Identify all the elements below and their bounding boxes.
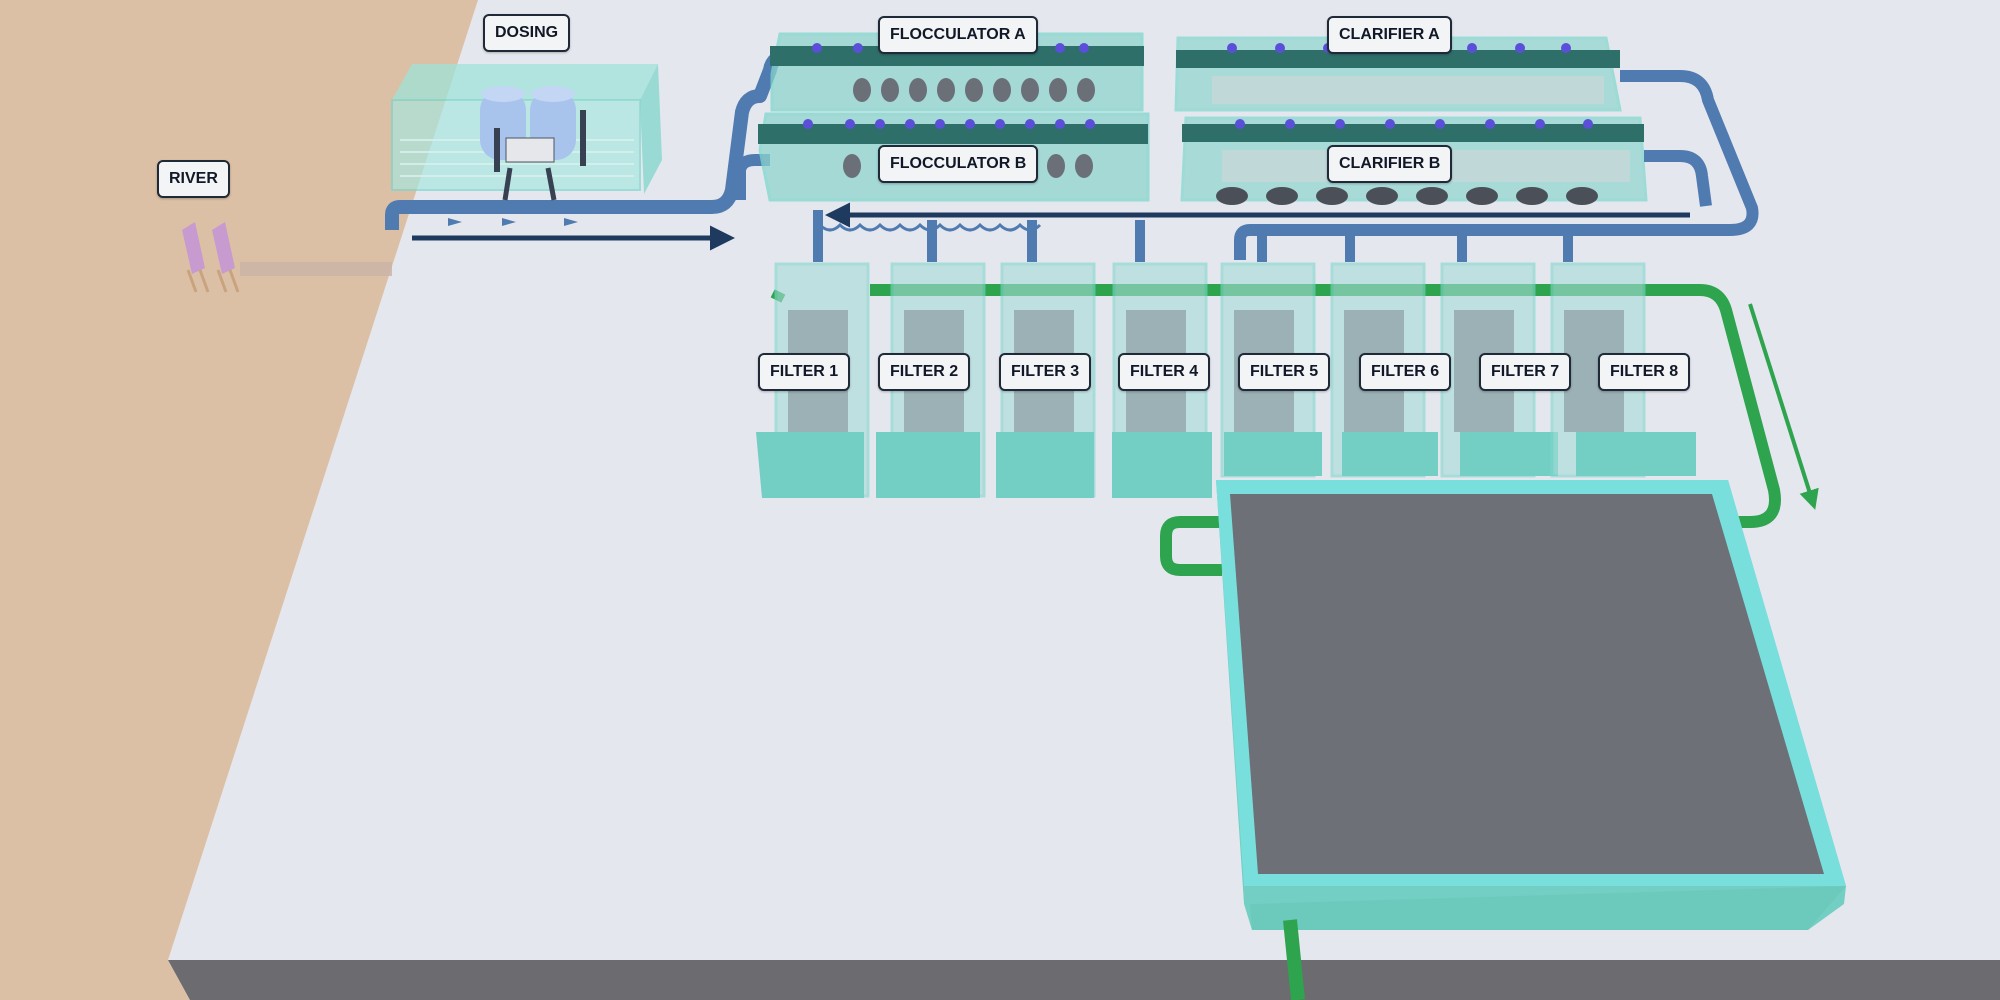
- label-clarifier-b: CLARIFIER B: [1327, 145, 1453, 183]
- river-intake-pumps: [182, 222, 392, 293]
- clarified-return-pipe-outer: [1234, 70, 1759, 260]
- reservoir-inlet-pipe: [1160, 516, 1222, 576]
- filter-tanks: [756, 262, 1696, 498]
- filtered-flow-arrow: [1748, 303, 1819, 510]
- raw-water-branch-pipe: [734, 154, 770, 200]
- label-filter-6: FILTER 6: [1359, 353, 1452, 391]
- clarified-return-pipe-inner: [1644, 150, 1712, 207]
- clear-water-reservoir: [1216, 480, 1846, 930]
- label-flocculator-b: FLOCCULATOR B: [878, 145, 1039, 183]
- platform-edge: [168, 960, 2000, 1000]
- label-filter-3: FILTER 3: [999, 353, 1092, 391]
- label-dosing: DOSING: [483, 14, 571, 52]
- distribution-outlet-pipe: [1283, 919, 1305, 1000]
- flocculator-a: [770, 32, 1144, 112]
- label-clarifier-a: CLARIFIER A: [1327, 16, 1452, 54]
- clarifier-a: [1174, 36, 1622, 112]
- label-river: RIVER: [157, 160, 230, 198]
- label-flocculator-a: FLOCCULATOR A: [878, 16, 1038, 54]
- label-filter-7: FILTER 7: [1479, 353, 1572, 391]
- river-bank-sand: [0, 0, 478, 1000]
- label-filter-8: FILTER 8: [1598, 353, 1691, 391]
- filter-feed-pipes: [927, 220, 1573, 262]
- dosing-building: [391, 64, 662, 201]
- label-filter-4: FILTER 4: [1118, 353, 1211, 391]
- label-filter-1: FILTER 1: [758, 353, 851, 391]
- raw-flow-indicators: [448, 218, 578, 226]
- clarifier-b: [1180, 116, 1648, 205]
- label-filter-2: FILTER 2: [878, 353, 971, 391]
- label-filter-5: FILTER 5: [1238, 353, 1331, 391]
